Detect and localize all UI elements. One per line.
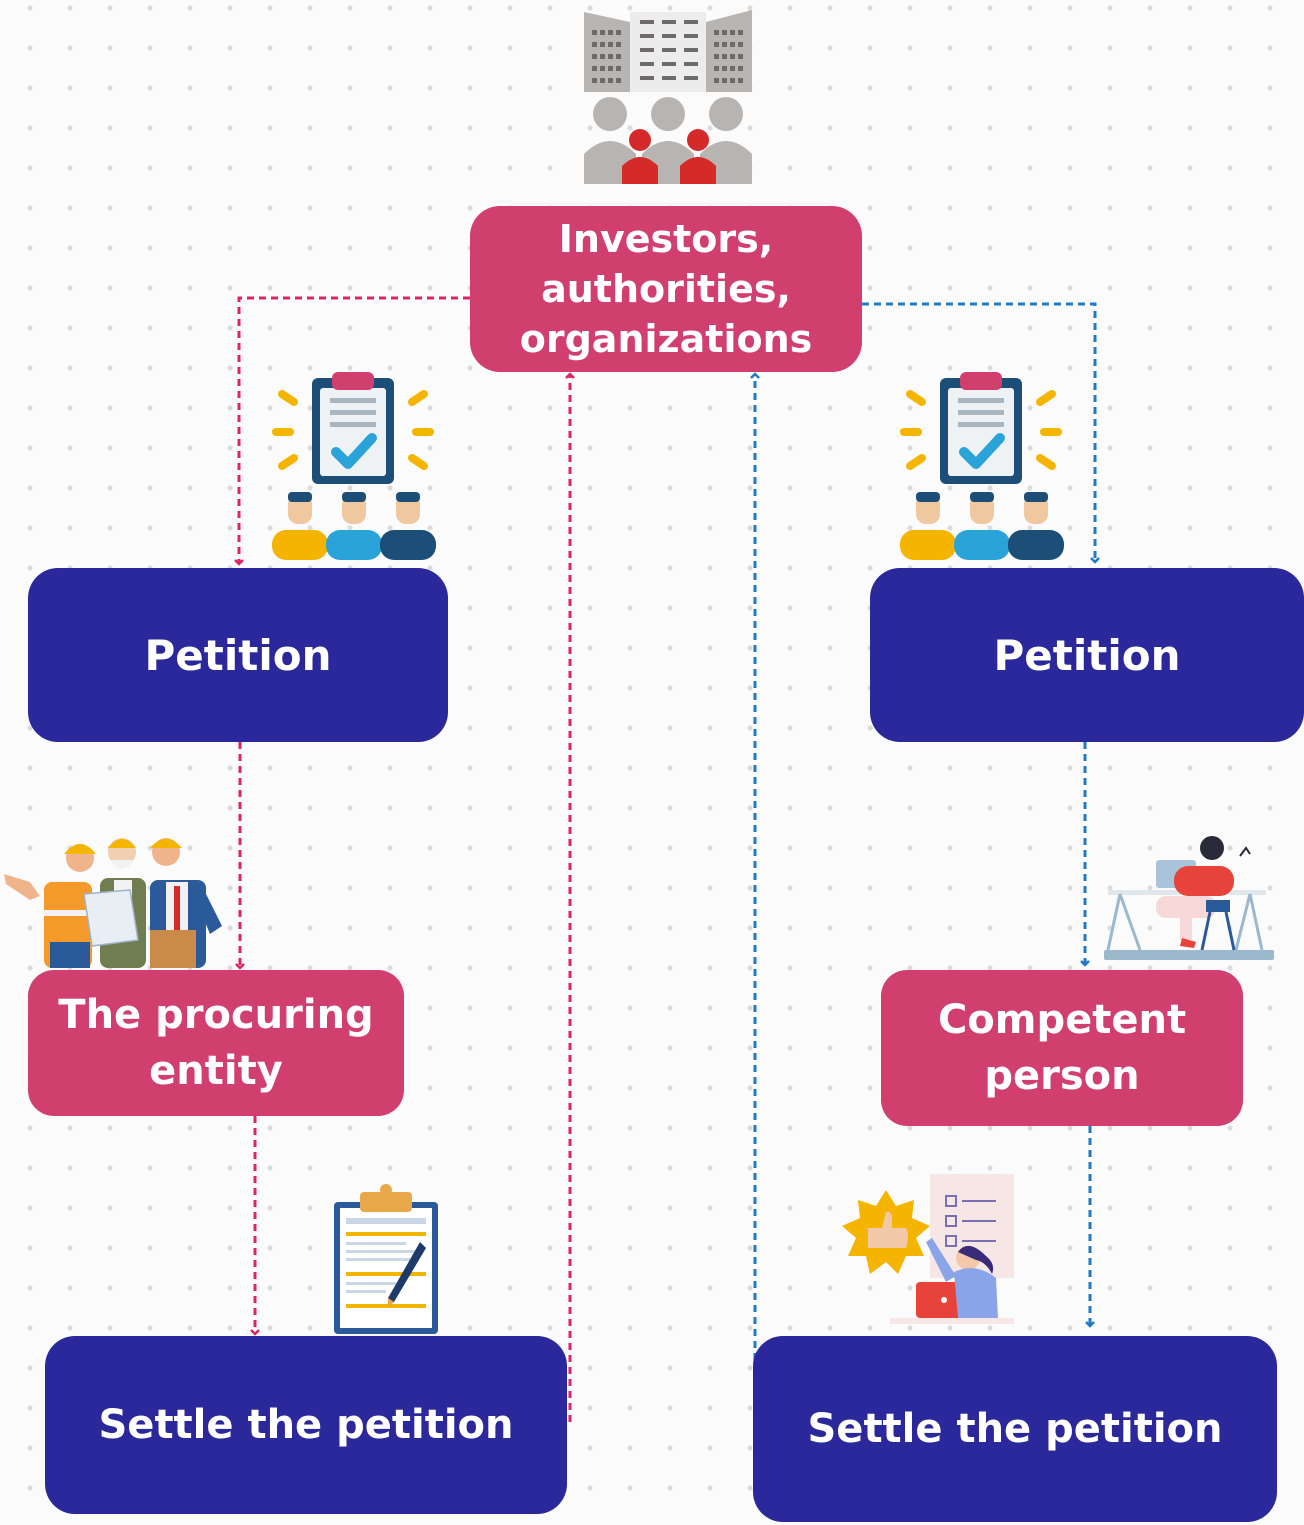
buildings-crowd-icon — [584, 10, 752, 184]
checklist-team-icon — [272, 372, 436, 560]
node-label: The procuring entity — [58, 992, 374, 1094]
arrow-top-to-left-petition — [234, 296, 470, 566]
node-label: Petition — [993, 630, 1181, 680]
woman-at-desk-icon — [1104, 836, 1274, 960]
node-left-petition: Petition — [28, 568, 448, 742]
node-label: Settle the petition — [807, 1406, 1223, 1452]
node-left-settle-petition: Settle the petition — [45, 1336, 567, 1514]
node-label: Competent person — [937, 997, 1187, 1099]
node-procuring-entity: The procuring entity — [28, 970, 404, 1116]
node-right-settle-petition: Settle the petition — [753, 1336, 1277, 1522]
clipboard-pen-icon — [334, 1184, 438, 1334]
node-label: Petition — [144, 630, 332, 680]
arrow-top-to-right-petition — [862, 302, 1100, 564]
node-label: Investors, authorities, organizations — [519, 217, 813, 361]
node-label: Settle the petition — [98, 1402, 514, 1448]
node-right-petition: Petition — [870, 568, 1304, 742]
checklist-team-icon — [900, 372, 1064, 560]
engineers-blueprint-icon — [4, 838, 222, 968]
thumbs-up-checklist-icon — [842, 1174, 1014, 1324]
node-investors-authorities-organizations: Investors, authorities, organizations — [470, 206, 862, 372]
node-competent-person: Competent person — [881, 970, 1243, 1126]
